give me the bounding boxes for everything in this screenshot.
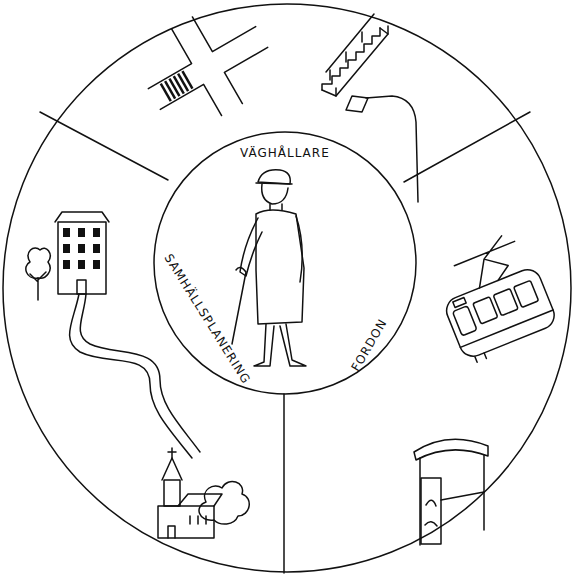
church-door [168, 526, 175, 538]
window [78, 228, 85, 237]
stairs [322, 14, 388, 96]
crossroads [128, 0, 285, 141]
apartment-house [55, 212, 109, 294]
lamp-pole [366, 96, 418, 202]
advert-picture [425, 500, 437, 526]
node-outline [153, 131, 417, 395]
shelter-roof [414, 439, 488, 460]
tram-window [493, 289, 518, 316]
church-body [158, 506, 214, 538]
man-head [262, 184, 288, 204]
tram-bumper [475, 353, 487, 362]
tram-body [442, 265, 558, 360]
window [63, 228, 70, 237]
zebra-stripe [177, 73, 189, 92]
church-tower [164, 480, 180, 506]
road-edge [224, 47, 285, 103]
house-door [77, 280, 86, 294]
shelter-bench [441, 492, 484, 500]
church-cross [168, 448, 176, 458]
zebra-stripe [164, 81, 176, 100]
bus-shelter [414, 439, 488, 545]
man-neck [270, 204, 282, 210]
bush [199, 481, 249, 524]
house-body [58, 222, 106, 294]
path-edge [80, 294, 200, 452]
tram-window [473, 297, 498, 324]
tram [427, 228, 560, 366]
window [93, 228, 100, 237]
walking-cane [232, 267, 246, 344]
man-coat [256, 210, 304, 324]
zebra-stripe [160, 83, 172, 102]
house-windows [63, 228, 100, 269]
lamp-head [346, 96, 368, 112]
road-edge [160, 84, 221, 140]
zebra-stripe [168, 78, 180, 97]
church-window [190, 516, 206, 524]
window [78, 260, 85, 269]
tram-stripe [460, 310, 553, 347]
winding-path [70, 294, 200, 458]
window [78, 244, 85, 253]
path-edge [70, 294, 192, 458]
man-cap [258, 170, 290, 184]
stair-steps [322, 28, 380, 90]
divider-line [40, 112, 168, 180]
elderly-man [232, 170, 306, 366]
window [93, 260, 100, 269]
man-leg [254, 324, 274, 366]
man-arm [296, 216, 302, 282]
house-roof [55, 212, 109, 222]
church-spire [162, 458, 182, 480]
tree-trunk [30, 272, 46, 300]
window [63, 260, 70, 269]
center-circle: VÄGHÅLLARE SAMHÄLLSPLANERING FORDON [153, 131, 417, 395]
window [63, 244, 70, 253]
street-lamp [346, 96, 418, 202]
tree-crown [26, 248, 50, 278]
route-sign [453, 297, 466, 307]
church-roof [178, 494, 222, 506]
sector-dividers [40, 112, 530, 573]
zebra-stripe [173, 76, 185, 95]
zebra-stripe [181, 71, 193, 90]
tram-window [514, 280, 539, 307]
bush-outline [199, 481, 249, 524]
shelter-post [420, 455, 484, 545]
advert-board [421, 478, 441, 544]
divider-line [404, 112, 530, 182]
pantograph [451, 232, 526, 293]
man-leg [280, 324, 306, 366]
sector-label: SAMHÄLLSPLANERING [162, 252, 252, 386]
sector-label: VÄGHÅLLARE [240, 147, 330, 159]
tree [26, 248, 50, 300]
divider-line [283, 394, 285, 573]
sector-label: FORDON [349, 317, 389, 374]
church [158, 448, 222, 538]
road-edge [192, 0, 255, 52]
circle-outline [154, 132, 416, 394]
outer-circle [3, 4, 571, 572]
zebra-crossing [160, 71, 194, 102]
man-arm [240, 218, 262, 276]
handrail-post [330, 32, 362, 80]
stair-side [322, 28, 388, 96]
window [93, 244, 100, 253]
handrail [326, 14, 374, 72]
tram-window [452, 306, 477, 336]
